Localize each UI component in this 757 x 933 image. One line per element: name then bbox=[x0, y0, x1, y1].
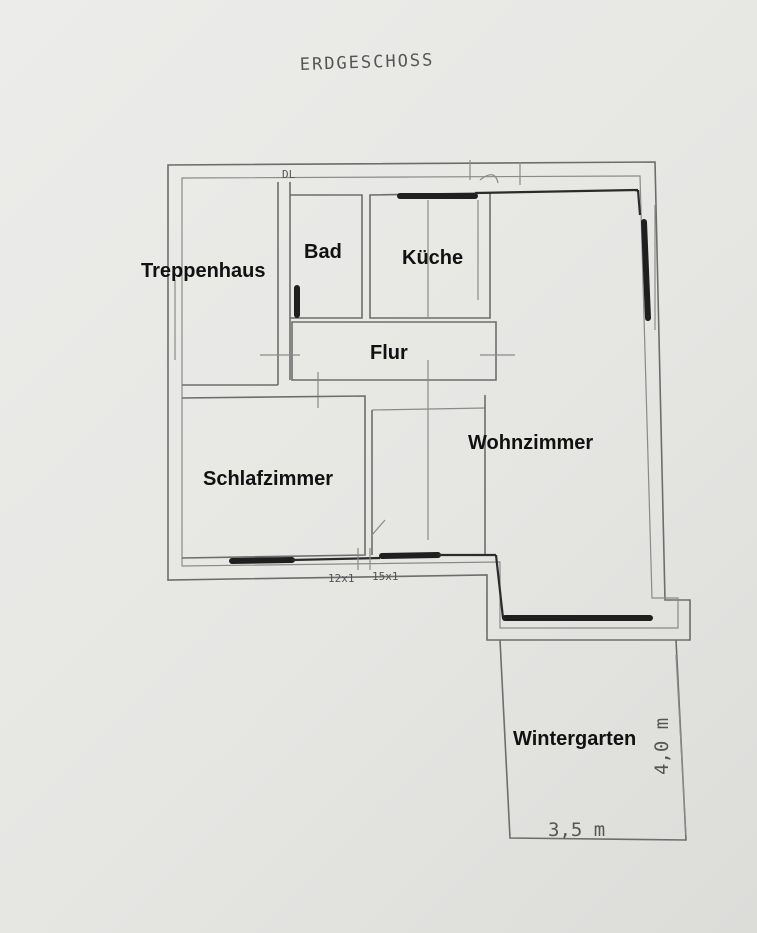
window-b-dimension: 15x1 bbox=[372, 570, 399, 583]
bad-walls bbox=[290, 194, 363, 319]
wohnzimmer-side-window bbox=[641, 219, 651, 321]
top-left-mark: DL bbox=[282, 168, 296, 181]
width-dimension: 3,5 m bbox=[548, 819, 605, 841]
room-label-wohnzimmer: Wohnzimmer bbox=[468, 432, 594, 454]
room-label-wintergarten: Wintergarten bbox=[513, 728, 637, 750]
outer-wall-outline bbox=[167, 161, 691, 641]
flur-walls bbox=[291, 321, 497, 381]
room-label-kueche: Küche bbox=[402, 247, 464, 269]
window-a-dimension: 12x1 bbox=[328, 572, 355, 585]
room-label-flur: Flur bbox=[370, 342, 408, 364]
room-label-treppenhaus: Treppenhaus bbox=[141, 260, 266, 282]
room-label-bad: Bad bbox=[304, 241, 342, 263]
plan-title: ERDGESCHOSS bbox=[299, 50, 434, 75]
schlafzimmer-window bbox=[229, 557, 295, 564]
schlafzimmer-walls bbox=[181, 395, 366, 559]
room-label-schlafzimmer: Schlafzimmer bbox=[203, 468, 334, 490]
height-dimension: 4,0 m bbox=[651, 718, 673, 775]
flur-window bbox=[379, 552, 441, 559]
inner-wall-outline bbox=[181, 175, 679, 629]
